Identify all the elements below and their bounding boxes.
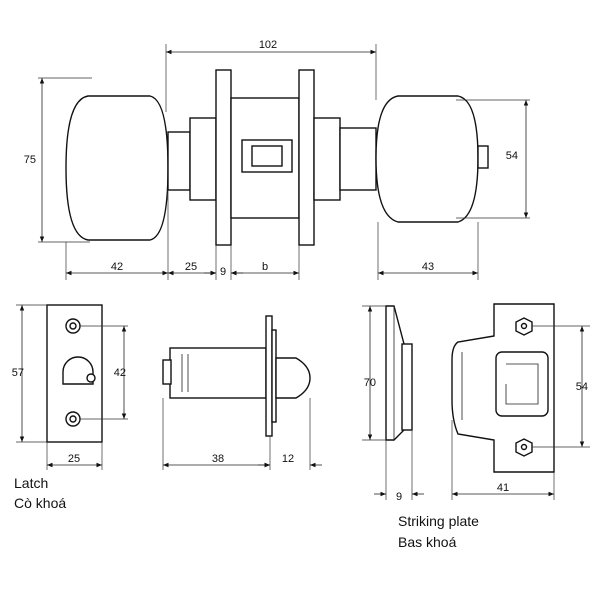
left-knob bbox=[65, 95, 169, 241]
right-rose-plate bbox=[298, 69, 315, 246]
dim-latch-bolt-projection: 12 bbox=[282, 453, 294, 465]
striking-plate-front-view: 54 41 Striking plate Bas khoá bbox=[398, 303, 590, 550]
latch-label-vi: Cò khoá bbox=[14, 495, 66, 511]
latch-side-view: 38 12 bbox=[162, 315, 322, 470]
latch-faceplate-view: 57 42 25 Latch Cò khoá bbox=[12, 304, 128, 511]
knob-set-view: 102 75 54 42 25 9 b 43 bbox=[24, 39, 530, 280]
latch-body bbox=[169, 347, 267, 399]
latch-label: Latch bbox=[14, 475, 48, 491]
dim-striking-plate-height: 70 bbox=[364, 377, 376, 389]
dim-latch-faceplate-height: 57 bbox=[12, 367, 24, 379]
dim-striking-plate-depth: 9 bbox=[396, 491, 402, 503]
dim-right-knob-length: 43 bbox=[422, 261, 434, 273]
left-inner-rose bbox=[189, 117, 217, 201]
left-knob-neck bbox=[167, 131, 191, 191]
dim-striking-plate-width: 41 bbox=[497, 482, 509, 494]
privacy-button bbox=[477, 145, 489, 169]
right-inner-rose bbox=[313, 117, 341, 201]
dim-rose-thickness: 9 bbox=[220, 266, 226, 278]
dim-knob-diameter: 54 bbox=[506, 150, 518, 162]
dim-latch-faceplate-width: 25 bbox=[68, 453, 80, 465]
dim-overall-width: 102 bbox=[259, 39, 277, 51]
latch-bolt bbox=[275, 357, 311, 399]
dim-latch-hole-spacing: 42 bbox=[114, 367, 126, 379]
striking-plate-label-vi: Bas khoá bbox=[398, 534, 457, 550]
dim-left-knob-length: 42 bbox=[111, 261, 123, 273]
dim-door-thickness: b bbox=[262, 261, 268, 273]
dim-striking-plate-hole-spacing: 54 bbox=[576, 381, 588, 393]
latch-bolt-face bbox=[62, 356, 94, 385]
latch-flange bbox=[265, 315, 273, 437]
left-rose-plate bbox=[215, 69, 232, 246]
striking-plate-side-view: 70 9 bbox=[362, 305, 424, 503]
dim-left-neck: 25 bbox=[185, 261, 197, 273]
striking-plate-label: Striking plate bbox=[398, 513, 479, 529]
striking-plate-opening bbox=[495, 351, 549, 417]
right-knob bbox=[375, 95, 479, 223]
striking-plate-profile bbox=[385, 305, 405, 441]
dim-latch-backset: 38 bbox=[212, 453, 224, 465]
spindle-slot-inner bbox=[251, 145, 283, 167]
right-knob-neck bbox=[339, 127, 377, 191]
dim-knob-height: 75 bbox=[24, 154, 36, 166]
